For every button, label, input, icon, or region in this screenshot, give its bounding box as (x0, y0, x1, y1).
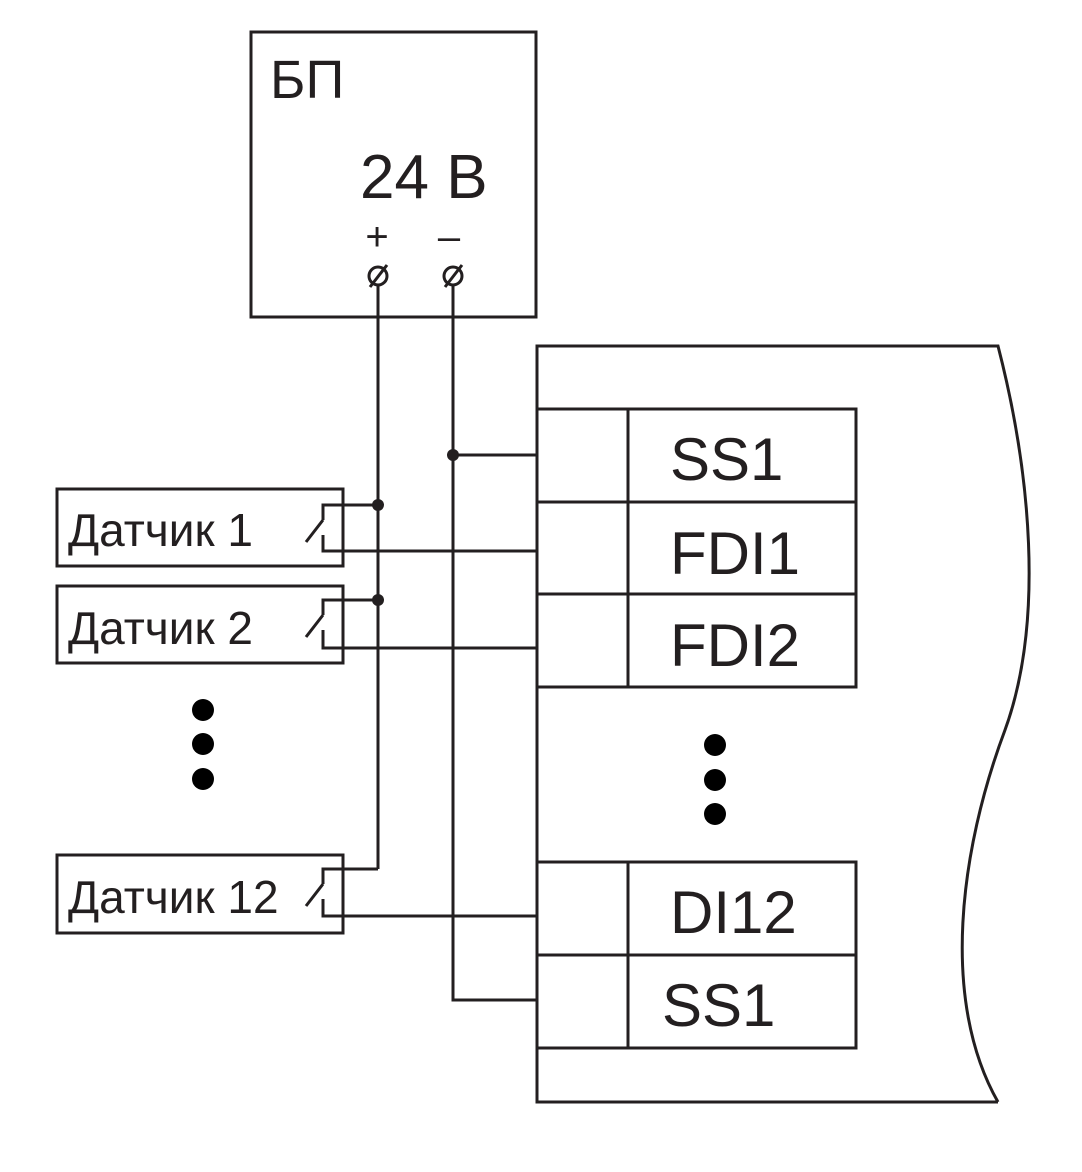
controller-module-outline (535, 344, 1031, 1104)
sensor-contact-12 (304, 867, 537, 918)
psu-title: БП (270, 50, 344, 110)
minus-wire (451, 285, 537, 1002)
terminal-label-fdi1: FDI1 (670, 520, 800, 587)
sensor-box-1 (55, 487, 345, 568)
minus-terminal (442, 264, 464, 288)
terminal-label-di12: DI12 (670, 879, 797, 946)
sensor-label-2: Датчик 2 (68, 602, 253, 654)
power-supply-box (249, 30, 538, 319)
ellipsis-dots-sensors (192, 699, 214, 790)
junction-dots (372, 449, 459, 606)
sensor-label-1: Датчик 1 (68, 504, 253, 556)
terminal-block-lower (535, 860, 858, 1050)
sensor-label-12: Датчик 12 (68, 871, 279, 923)
psu-plus-label: + (365, 215, 388, 259)
terminal-label-fdi2: FDI2 (670, 612, 800, 679)
terminal-block-upper (535, 407, 858, 689)
sensor-box-12 (55, 853, 345, 935)
sensor-contact-2 (304, 598, 537, 650)
junction-dot (372, 499, 384, 511)
power-supply (249, 30, 538, 319)
terminal-label-ss1: SS1 (670, 426, 783, 493)
terminal-label-ss1-lower: SS1 (662, 972, 775, 1039)
sensor-box-2 (55, 584, 345, 665)
sensor-contact-1 (304, 503, 537, 553)
psu-minus-label: – (438, 215, 461, 259)
psu-voltage: 24 В (360, 143, 488, 212)
ellipsis-dots-terminals (704, 734, 726, 825)
junction-dot (372, 594, 384, 606)
plus-terminal (367, 264, 389, 288)
junction-dot (447, 449, 459, 461)
